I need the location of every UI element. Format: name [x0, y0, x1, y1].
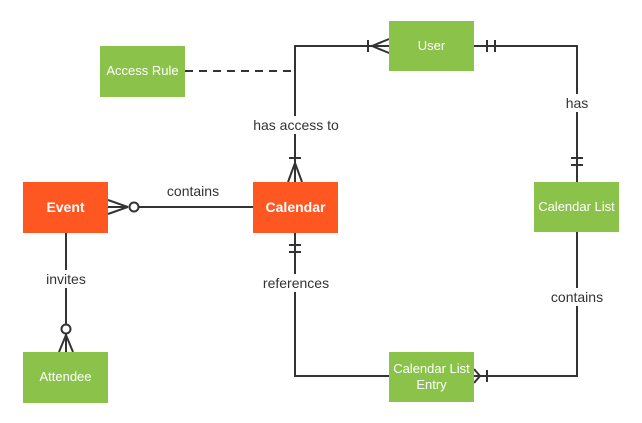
- entity-access-rule: Access Rule: [100, 46, 185, 97]
- zero-ring-icon: [128, 201, 140, 213]
- connector-user-has-calendar-list: [474, 40, 583, 182]
- relationship-label-references: references: [258, 274, 334, 292]
- relationship-line: [474, 232, 578, 377]
- relationship-label-contains: contains: [166, 183, 220, 199]
- entity-calendar: Calendar: [253, 182, 338, 233]
- entity-user: User: [389, 21, 474, 71]
- connector-entry-references-calendar: [289, 233, 389, 377]
- entity-label: Event: [46, 198, 85, 215]
- crows-foot-many-icon: [287, 162, 303, 183]
- relationship-label-invites: invites: [42, 270, 90, 288]
- connector-calendar-contains-event: [107, 199, 253, 215]
- zero-ring-icon: [60, 323, 72, 335]
- crows-foot-many-icon: [107, 199, 129, 215]
- relationship-line: [474, 45, 578, 182]
- relationship-label-has-access-to: has access to: [249, 116, 343, 134]
- relationship-line: [294, 45, 389, 182]
- connector-calendar-has-access-to-user: [287, 38, 390, 183]
- relationship-label-contains: contains: [546, 288, 608, 306]
- entity-label: Access Rule: [106, 63, 179, 79]
- entity-label: User: [417, 37, 446, 53]
- entity-attendee: Attendee: [23, 352, 108, 403]
- entity-label: Calendar List: [538, 198, 615, 214]
- relationship-line: [294, 233, 389, 377]
- crows-foot-many-icon: [58, 334, 74, 353]
- entity-calendar-list: Calendar List: [534, 182, 619, 232]
- connector-calendar-list-contains-entry: [473, 232, 578, 384]
- entity-label: Attendee: [39, 369, 92, 385]
- connector-event-invites-attendee: [58, 233, 74, 353]
- entity-label: Calendar: [265, 198, 326, 215]
- crows-foot-many-icon: [473, 368, 481, 384]
- entity-label: Calendar List Entry: [393, 360, 470, 392]
- entity-calendar-list-entry: Calendar List Entry: [389, 352, 474, 402]
- crows-foot-many-icon: [371, 38, 390, 54]
- relationship-label-has: has: [561, 94, 593, 112]
- entity-event: Event: [23, 182, 108, 233]
